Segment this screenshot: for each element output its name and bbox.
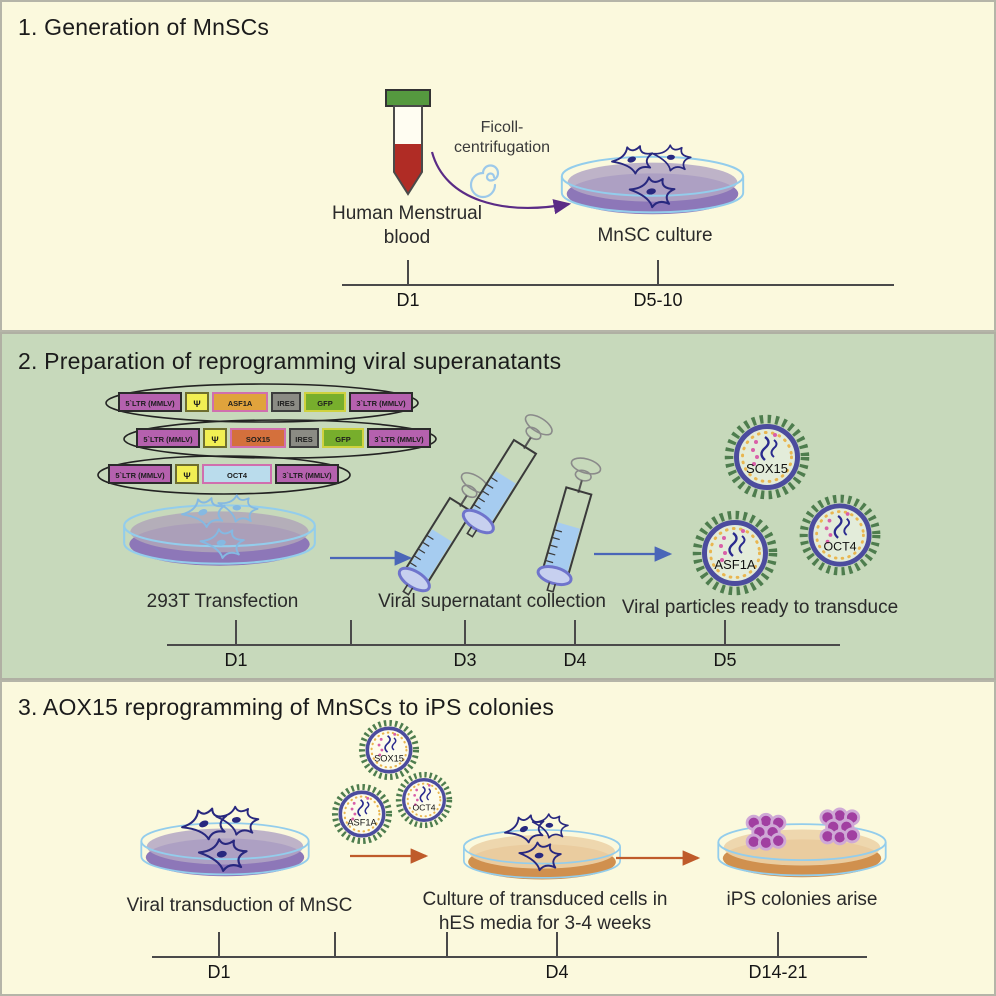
- virus-particle-asf1a: ASF1A: [690, 508, 780, 598]
- timeline-tick: [777, 932, 779, 957]
- arrow-right-icon: [350, 848, 429, 864]
- virus-particle-sox15: SOX15: [357, 718, 421, 782]
- culture-label-line2: hES media for 3-4 weeks: [438, 912, 652, 934]
- blood-tube-label-line1: Human Menstrual: [332, 203, 482, 224]
- timeline-tick: [574, 620, 576, 645]
- viral-construct-asf1a: 5`LTR (MMLV) Ψ ASF1A IRES GFP 3`LTR (MML…: [105, 383, 419, 423]
- culture-label-line1: Culture of transduced cells in: [422, 889, 668, 910]
- timeline-line: [167, 644, 840, 646]
- panel-viral-supernatants: 2. Preparation of reprogramming viral su…: [0, 332, 996, 680]
- segment-ires: IRES: [271, 392, 301, 412]
- segment-psi: Ψ: [203, 428, 227, 448]
- syringe-icon: [397, 472, 489, 596]
- segment-3ltr: 3`LTR (MMLV): [275, 464, 339, 484]
- panel2-timeline: D1 D3 D4 D5: [167, 620, 840, 680]
- timeline-tick: [556, 932, 558, 957]
- panel-reprogramming-to-ips: 3. AOX15 reprogramming of MnSCs to iPS c…: [0, 680, 996, 996]
- timeline-label-d5-10: D5-10: [633, 290, 683, 310]
- segment-5ltr: 5`LTR (MMLV): [108, 464, 172, 484]
- segment-3ltr: 3`LTR (MMLV): [367, 428, 431, 448]
- panel3-title: 3. AOX15 reprogramming of MnSCs to iPS c…: [18, 694, 555, 720]
- segment-5ltr: 5`LTR (MMLV): [118, 392, 182, 412]
- panel-generation-of-mnscs: 1. Generation of MnSCs Human Menstrual b…: [0, 0, 996, 332]
- blood-tube-icon: [385, 89, 431, 196]
- petri-dish-hes-culture: [463, 810, 621, 880]
- timeline-label-d1: D1: [207, 962, 231, 982]
- virus-label-sox15: SOX15: [374, 753, 404, 763]
- arrow-right-icon: [616, 850, 701, 866]
- virus-particle-sox15: SOX15: [722, 412, 812, 502]
- segment-psi: Ψ: [185, 392, 209, 412]
- petri-dish-mnsc: [560, 141, 745, 215]
- panel1-title: 1. Generation of MnSCs: [18, 14, 270, 40]
- arrow-right-icon: [594, 546, 673, 562]
- timeline-label-d14-21: D14-21: [748, 962, 808, 982]
- centrifuge-spiral-icon: [469, 164, 500, 199]
- timeline-tick: [218, 932, 220, 957]
- timeline-tick: [724, 620, 726, 645]
- virus-label-oct4: OCT4: [412, 803, 435, 813]
- segment-ires: IRES: [289, 428, 319, 448]
- mnsc-culture-label: MnSC culture: [597, 225, 713, 246]
- segment-sox15: SOX15: [230, 428, 286, 448]
- syringe-icon: [536, 457, 602, 593]
- timeline-tick: [657, 260, 659, 285]
- ficoll-label: Ficoll- centrifugation: [422, 118, 582, 158]
- petri-dish-transduction: [140, 802, 310, 877]
- segment-5ltr: 5`LTR (MMLV): [136, 428, 200, 448]
- virus-label-oct4: OCT4: [823, 539, 856, 553]
- blood-tube-label: Human Menstrual blood: [292, 202, 522, 250]
- culture-label: Culture of transduced cells in hES media…: [420, 888, 670, 936]
- virus-particle-oct4: OCT4: [797, 492, 883, 578]
- timeline-tick: [446, 932, 448, 957]
- timeline-label-d4: D4: [563, 650, 587, 670]
- segment-asf1a: ASF1A: [212, 392, 268, 412]
- transduction-label: Viral transduction of MnSC: [126, 895, 353, 916]
- petri-dish-ips-colonies: [717, 807, 887, 878]
- timeline-label-d5: D5: [713, 650, 737, 670]
- blood-tube-label-line2: blood: [383, 226, 431, 248]
- segment-psi: Ψ: [175, 464, 199, 484]
- panel3-timeline: D1 D4 D14-21: [152, 932, 867, 992]
- timeline-label-d1: D1: [224, 650, 248, 670]
- timeline-tick: [235, 620, 237, 645]
- segment-gfp: GFP: [322, 428, 364, 448]
- viral-construct-oct4: 5`LTR (MMLV) Ψ OCT4 3`LTR (MMLV): [97, 455, 351, 495]
- panel2-title: 2. Preparation of reprogramming viral su…: [18, 348, 562, 374]
- ficoll-label-line1: Ficoll-: [480, 119, 524, 136]
- petri-dish-293t: [123, 490, 316, 566]
- virus-particle-asf1a: ASF1A: [330, 782, 394, 846]
- supernatant-label: Viral supernatant collection: [378, 591, 606, 612]
- viral-construct-sox15: 5`LTR (MMLV) Ψ SOX15 IRES GFP 3`LTR (MML…: [123, 419, 437, 459]
- transfection-label: 293T Transfection: [146, 591, 299, 612]
- arrow-right-icon: [330, 550, 413, 566]
- timeline-tick: [350, 620, 352, 645]
- segment-3ltr: 3`LTR (MMLV): [349, 392, 413, 412]
- curved-arrow-icon: [430, 151, 572, 215]
- virus-particle-oct4: OCT4: [394, 770, 454, 830]
- timeline-line: [152, 956, 867, 958]
- timeline-label-d3: D3: [453, 650, 477, 670]
- particles-label: Viral particles ready to transduce: [621, 597, 899, 618]
- syringe-icon: [461, 414, 553, 538]
- segment-gfp: GFP: [304, 392, 346, 412]
- timeline-tick: [334, 932, 336, 957]
- ficoll-label-line2: centrifugation: [453, 139, 551, 156]
- virus-label-asf1a: ASF1A: [347, 817, 377, 827]
- segment-oct4: OCT4: [202, 464, 272, 484]
- timeline-tick: [407, 260, 409, 285]
- timeline-tick: [464, 620, 466, 645]
- colonies-label: iPS colonies arise: [726, 889, 878, 910]
- virus-label-sox15: SOX15: [746, 461, 788, 476]
- timeline-line: [342, 284, 894, 286]
- timeline-label-d4: D4: [545, 962, 569, 982]
- plasmid-circle-icon: [105, 383, 419, 423]
- timeline-label-d1: D1: [396, 290, 420, 310]
- plasmid-circle-icon: [97, 455, 351, 495]
- panel1-timeline: D1 D5-10: [342, 260, 894, 320]
- virus-label-asf1a: ASF1A: [714, 557, 756, 572]
